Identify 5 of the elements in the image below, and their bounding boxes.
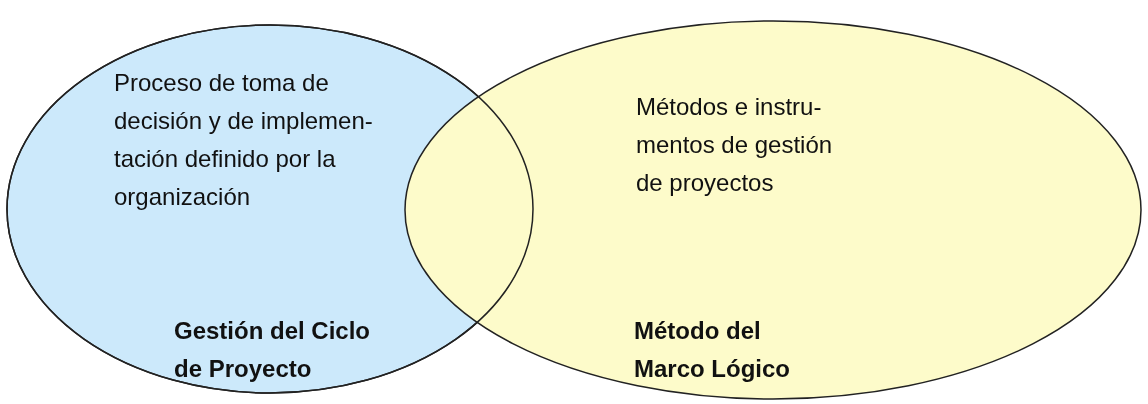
description-text: Proceso de toma de decisión y de implemen-tación definido por la organización bbox=[114, 68, 374, 212]
description-text: Métodos e instru-mentos de gestión de proyectos bbox=[636, 92, 834, 198]
venn-ellipse bbox=[404, 20, 1142, 400]
circle-title: Método del Marco Lógico bbox=[634, 316, 791, 384]
circle-title: Gestión del Ciclo de Proyecto bbox=[174, 316, 372, 384]
